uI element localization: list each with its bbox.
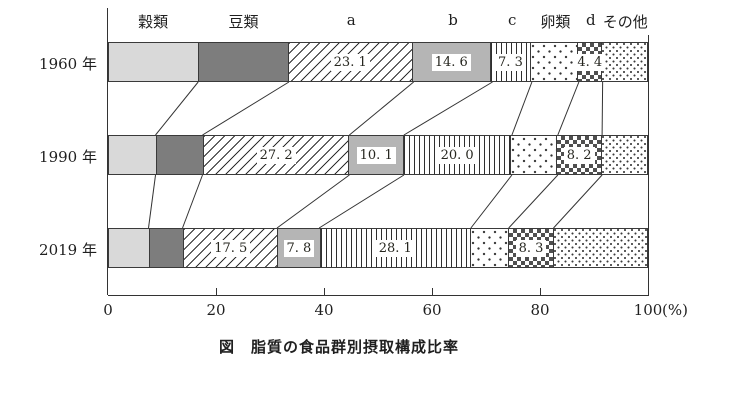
value-label: 20. 0 — [437, 146, 477, 164]
value-label: 27. 2 — [256, 146, 296, 164]
value-label: 10. 1 — [356, 146, 396, 164]
value-label: 28. 1 — [375, 239, 415, 257]
x-tick — [324, 288, 325, 295]
category-label-7: その他 — [602, 13, 648, 31]
bar-segment: 14. 6 — [412, 43, 492, 81]
bar-segment — [511, 136, 558, 174]
bar-row-0: 23. 1 14. 6 7. 3 4. 4 — [108, 42, 648, 82]
value-label: 7. 3 — [495, 53, 526, 71]
value-label: 8. 2 — [563, 146, 595, 164]
bar-segment — [109, 136, 157, 174]
bar-segment: 23. 1 — [288, 43, 413, 81]
x-tick-label: 40 — [314, 301, 334, 319]
bar-row-1: 27. 2 10. 1 20. 0 8. 2 — [108, 135, 648, 175]
bar-segment: 7. 8 — [278, 229, 321, 267]
category-label-6: d — [585, 11, 596, 29]
x-tick-label: 0 — [103, 301, 113, 319]
axis-unit-label: (%) — [662, 301, 688, 319]
x-axis-line — [108, 295, 649, 296]
bar-segment — [109, 229, 150, 267]
bar-segment: 20. 0 — [404, 136, 512, 174]
row-label-0: 1960 年 — [39, 55, 97, 73]
x-tick-label: 60 — [422, 301, 442, 319]
bar-segment — [554, 229, 648, 267]
value-label: 4. 4 — [574, 53, 606, 71]
bar-segment: 8. 3 — [509, 229, 555, 267]
bar-segment — [601, 136, 648, 174]
category-label-2: a — [346, 11, 356, 29]
category-label-1: 豆類 — [228, 13, 259, 31]
figure-caption: 図 脂質の食品群別摂取構成比率 — [218, 339, 459, 356]
x-tick-label: 20 — [206, 301, 226, 319]
category-label-3: b — [448, 11, 458, 29]
x-tick — [216, 288, 217, 295]
bar-segment — [530, 43, 579, 81]
bar-segment — [602, 43, 647, 81]
value-label: 23. 1 — [330, 53, 370, 71]
bar-segment — [109, 43, 199, 81]
x-tick — [432, 288, 433, 295]
bar-segment — [149, 229, 185, 267]
value-label: 17. 5 — [211, 239, 251, 257]
bar-segment: 10. 1 — [349, 136, 404, 174]
row-label-2: 2019 年 — [39, 241, 97, 259]
bar-segment — [470, 229, 510, 267]
bar-segment: 4. 4 — [574, 43, 606, 81]
bar-segment: 7. 3 — [491, 43, 531, 81]
category-label-0: 穀類 — [138, 13, 169, 31]
bar-segment — [198, 43, 289, 81]
bar-segment: 17. 5 — [184, 229, 279, 267]
value-label: 14. 6 — [431, 53, 471, 71]
x-tick-label: 80 — [530, 301, 550, 319]
plot-right-border — [648, 35, 649, 295]
y-axis-line — [107, 8, 108, 295]
bar-row-2: 17. 5 7. 8 28. 1 8. 3 — [108, 228, 648, 268]
bar-segment — [156, 136, 204, 174]
bar-segment: 8. 2 — [557, 136, 602, 174]
x-tick — [540, 288, 541, 295]
bar-segment: 28. 1 — [320, 229, 471, 267]
value-label: 7. 8 — [283, 239, 315, 257]
x-tick-label: 100 — [633, 301, 663, 319]
category-label-5: 卵類 — [540, 13, 571, 31]
bar-segment: 27. 2 — [203, 136, 350, 174]
row-label-1: 1990 年 — [39, 148, 97, 166]
category-label-4: c — [507, 11, 517, 29]
value-label: 8. 3 — [515, 239, 547, 257]
